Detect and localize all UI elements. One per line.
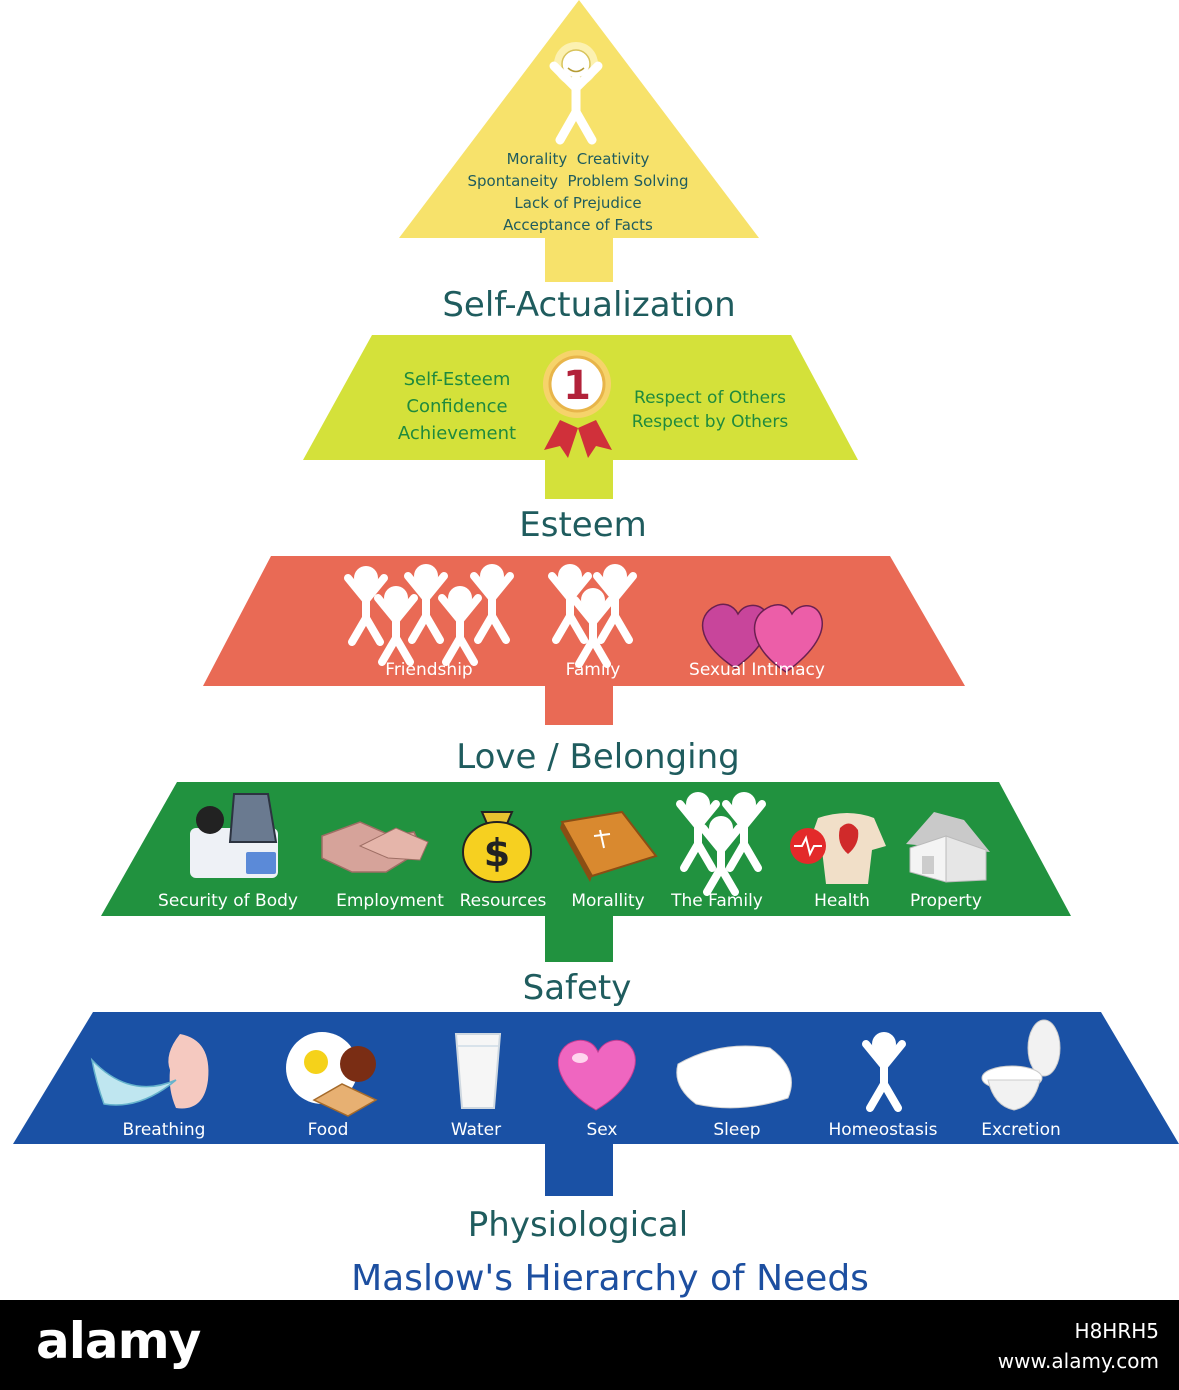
esteem-left-3: Achievement: [398, 423, 516, 444]
physio-item-food: Food: [308, 1120, 349, 1140]
physio-item-excretion: Excretion: [981, 1120, 1061, 1140]
level-title-esteem: Esteem: [519, 505, 646, 545]
main-title: Maslow's Hierarchy of Needs: [351, 1258, 869, 1299]
physio-item-water: Water: [451, 1120, 501, 1140]
house-icon: [906, 812, 990, 883]
book-icon: [560, 810, 658, 882]
safety-item-employment: Employment: [336, 891, 444, 911]
stem-love: [545, 680, 613, 725]
stem-self-actualization: [545, 230, 613, 282]
stem-esteem: [545, 455, 613, 499]
safety-item-security-of-body: Security of Body: [158, 891, 298, 911]
hearts-icon: [701, 603, 823, 673]
self-actualization-line-2: Spontaneity Problem Solving: [467, 172, 688, 190]
level-title-safety: Safety: [523, 968, 632, 1008]
physio-item-sleep: Sleep: [713, 1120, 760, 1140]
handshake-icon: [321, 821, 429, 873]
love-item-family: Family: [566, 660, 621, 680]
alamy-logo: alamy: [36, 1312, 201, 1370]
dollar-sign: $: [484, 831, 510, 875]
breathing-icon: [90, 1034, 209, 1109]
love-item-sexual-intimacy: Sexual Intimacy: [689, 660, 825, 680]
safety-item-morallity: Morallity: [571, 891, 644, 911]
stem-physiological: [545, 1142, 613, 1196]
safety-item-property: Property: [910, 891, 982, 911]
self-actualization-line-4: Acceptance of Facts: [503, 216, 653, 234]
physio-item-sex: Sex: [586, 1120, 617, 1140]
safety-item-health: Health: [814, 891, 870, 911]
stem-safety: [545, 912, 613, 962]
love-item-friendship: Friendship: [385, 660, 472, 680]
esteem-left-2: Confidence: [406, 396, 507, 417]
happy-person-icon: [549, 42, 603, 145]
watermark-footer: alamy H8HRH5 www.alamy.com: [0, 1300, 1179, 1390]
food-plate-icon: [286, 1032, 378, 1117]
self-actualization-line-1: Morality Creativity: [507, 150, 650, 168]
image-id: H8HRH5: [1074, 1319, 1159, 1343]
esteem-left-1: Self-Esteem: [404, 369, 511, 390]
medal-number: 1: [563, 363, 591, 409]
image-id-block: H8HRH5 www.alamy.com: [998, 1316, 1159, 1376]
toilet-icon: [981, 1019, 1061, 1111]
medal-icon: [543, 350, 612, 458]
level-title-physiological: Physiological: [468, 1205, 688, 1245]
safety-item-the-family: The Family: [670, 891, 763, 911]
site-url: www.alamy.com: [997, 1349, 1159, 1373]
esteem-right-1: Respect of Others: [634, 388, 786, 408]
level-title-love: Love / Belonging: [456, 737, 739, 777]
maslow-pyramid-diagram: Morality Creativity Spontaneity Problem …: [13, 0, 1179, 1299]
health-heart-icon: [790, 813, 886, 884]
water-glass-icon: [454, 1033, 502, 1109]
level-title-self-actualization: Self-Actualization: [442, 285, 735, 325]
physio-item-breathing: Breathing: [123, 1120, 206, 1140]
self-actualization-line-3: Lack of Prejudice: [514, 194, 641, 212]
pillow-icon: [676, 1045, 792, 1109]
physio-item-homeostasis: Homeostasis: [829, 1120, 938, 1140]
armor-icon: [190, 793, 278, 878]
money-bag-icon: [462, 811, 532, 883]
esteem-right-2: Respect by Others: [632, 412, 789, 432]
safety-item-resources: Resources: [460, 891, 547, 911]
heart-icon: [557, 1039, 636, 1111]
